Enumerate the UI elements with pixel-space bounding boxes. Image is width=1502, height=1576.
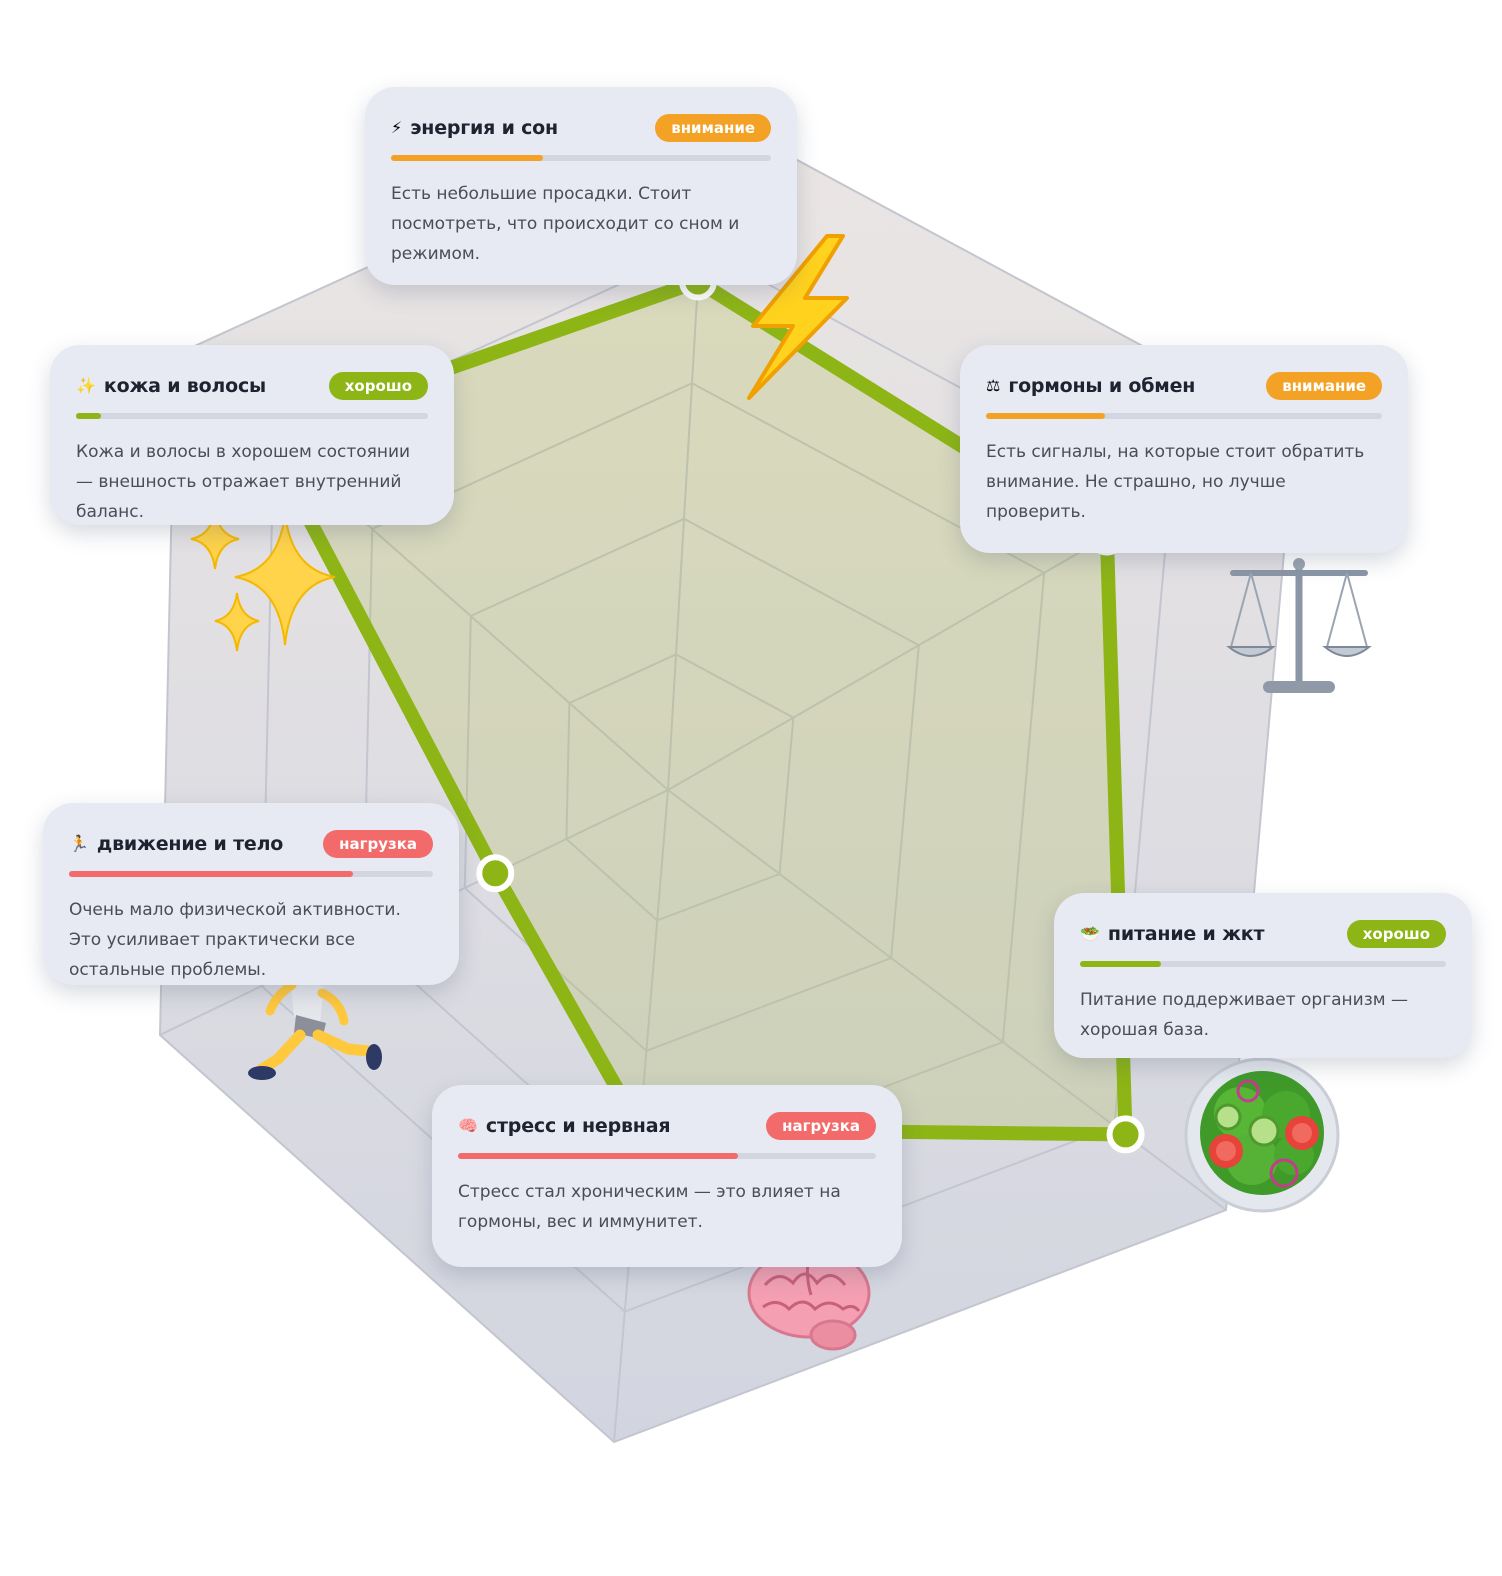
runner-icon: 🏃	[69, 834, 89, 853]
card-title: питание и жкт	[1107, 923, 1265, 945]
progress-bar	[391, 155, 771, 161]
salad-icon: 🥗	[1080, 924, 1100, 943]
status-badge: внимание	[655, 114, 771, 142]
card-description: Очень мало физической активности. Это ус…	[69, 900, 401, 980]
status-badge: хорошо	[1346, 920, 1446, 948]
card-title: гормоны и обмен	[1008, 375, 1196, 397]
card-title: энергия и сон	[410, 117, 558, 139]
card-energy: ⚡ энергия и сон внимание Есть небольшие п…	[365, 87, 797, 285]
card-description: Есть сигналы, на которые стоит обратить …	[986, 442, 1365, 522]
card-movement: 🏃 движение и тело нагрузка Очень мало физ…	[43, 803, 459, 985]
status-badge: хорошо	[328, 372, 428, 400]
card-hormones: ⚖ гормоны и обмен внимание Есть сигналы, …	[960, 345, 1408, 553]
progress-fill	[986, 413, 1105, 419]
sparkles-icon: ✨	[76, 376, 96, 395]
card-description: Кожа и волосы в хорошем состоянии — внеш…	[76, 442, 411, 522]
brain-icon: 🧠	[458, 1116, 478, 1135]
scales-icon: ⚖	[986, 376, 1001, 395]
progress-fill	[1080, 961, 1161, 967]
status-badge: нагрузка	[766, 1112, 876, 1140]
progress-fill	[458, 1153, 739, 1159]
progress-fill	[69, 871, 353, 877]
card-description: Питание поддерживает организм — хорошая …	[1080, 990, 1408, 1040]
card-stress: 🧠 стресс и нервная нагрузка Стресс стал х…	[432, 1085, 902, 1267]
progress-bar	[458, 1153, 876, 1159]
card-skin: ✨ кожа и волосы хорошо Кожа и волосы в хо…	[50, 345, 454, 525]
card-description: Есть небольшие просадки. Стоит посмотрет…	[391, 184, 740, 264]
card-title: стресс и нервная	[485, 1115, 671, 1137]
progress-bar	[76, 413, 428, 419]
progress-fill	[76, 413, 101, 419]
progress-bar	[986, 413, 1382, 419]
card-title: движение и тело	[96, 833, 284, 855]
progress-bar	[1080, 961, 1446, 967]
lightning-icon: ⚡	[391, 118, 403, 137]
data-point-nutrition	[1106, 1115, 1145, 1154]
card-description: Стресс стал хроническим — это влияет на …	[458, 1182, 841, 1232]
progress-bar	[69, 871, 433, 877]
progress-fill	[391, 155, 543, 161]
status-badge: нагрузка	[323, 830, 433, 858]
card-nutrition: 🥗 питание и жкт хорошо Питание поддержива…	[1054, 893, 1472, 1058]
status-badge: внимание	[1266, 372, 1382, 400]
card-title: кожа и волосы	[103, 375, 267, 397]
data-point-movement	[476, 854, 515, 893]
